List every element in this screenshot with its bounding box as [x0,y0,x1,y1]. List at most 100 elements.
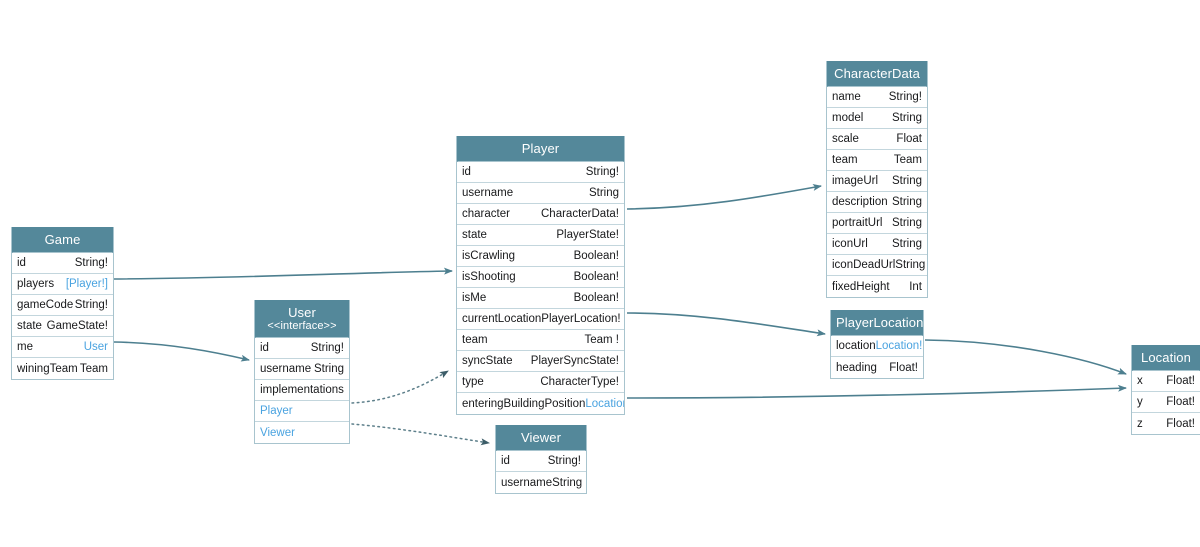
field-row[interactable]: isShooting Boolean! [457,267,624,288]
field-row[interactable]: model String [827,108,927,129]
field-type: GameState! [46,320,108,332]
field-row[interactable]: id String! [12,253,113,274]
field-row[interactable]: isMe Boolean! [457,288,624,309]
field-row[interactable]: location Location! [831,336,923,357]
field-row[interactable]: name String! [827,87,927,108]
field-type: PlayerState! [556,229,619,241]
entity-user-stereotype: <<interface>> [267,320,337,332]
field-row[interactable]: heading Float! [831,357,923,378]
implementation-name[interactable]: Viewer [260,426,295,439]
field-row[interactable]: iconUrl String [827,234,927,255]
field-row[interactable]: isCrawling Boolean! [457,246,624,267]
entity-location[interactable]: Location x Float! y Float! z Float! [1131,345,1200,435]
field-type: String! [74,257,108,269]
field-row[interactable]: portraitUrl String [827,213,927,234]
field-type: String [313,363,344,375]
field-type[interactable]: Location [585,397,624,410]
implementation-name[interactable]: Player [260,405,293,417]
field-row[interactable]: syncState PlayerSyncState! [457,351,624,372]
field-row[interactable]: gameCode String! [12,295,113,316]
field-name: y [1137,396,1143,408]
field-name: team [832,154,858,166]
field-row[interactable]: team Team [827,150,927,171]
field-type: Float! [1166,417,1195,430]
field-row[interactable]: x Float! [1132,371,1200,392]
implementations-label: implementations [260,384,344,396]
field-name: username [501,476,553,489]
field-row[interactable]: currentLocation PlayerLocation! [457,309,624,330]
field-name: z [1137,417,1143,430]
implementation-row-viewer[interactable]: Viewer [255,422,349,443]
entity-characterdata[interactable]: CharacterData name String! model String … [826,61,928,298]
field-type: String! [888,91,922,103]
field-row[interactable]: winingTeam Team [12,358,113,379]
entity-viewer[interactable]: Viewer id String! username String [495,425,587,494]
field-row[interactable]: username String [457,183,624,204]
entity-user[interactable]: User <<interface>> id String! username S… [254,300,350,444]
field-name: id [462,166,471,178]
field-type: String! [310,342,344,354]
field-type[interactable]: CharacterData [541,208,616,220]
field-row[interactable]: imageUrl String [827,171,927,192]
field-row[interactable]: players [Player!] [12,274,113,295]
field-type-suffix: ! [615,208,619,220]
field-type[interactable]: Location! [875,340,923,352]
field-name: iconDeadUrl [832,259,896,271]
field-row[interactable]: iconDeadUrl String [827,255,927,276]
field-type: Team [79,362,108,375]
field-name: team [462,334,488,346]
entity-player-title: Player [457,136,624,162]
field-type: String! [547,455,581,467]
field-row[interactable]: fixedHeight Int [827,276,927,297]
entity-playerlocation[interactable]: PlayerLocation location Location! headin… [830,310,924,379]
field-row[interactable]: me User [12,337,113,358]
field-type: Team [893,154,922,166]
field-row[interactable]: username String [255,359,349,380]
field-row[interactable]: description String [827,192,927,213]
field-type: String [891,196,922,208]
field-row[interactable]: id String! [255,338,349,359]
field-row[interactable]: state PlayerState! [457,225,624,246]
implementation-row-player[interactable]: Player [255,401,349,422]
field-type: String [891,175,922,187]
field-row[interactable]: team Team ! [457,330,624,351]
entity-user-title: User <<interface>> [255,300,349,338]
field-name: name [832,91,861,103]
field-type: String [891,217,922,229]
field-type-group[interactable]: CharacterData! [541,208,619,220]
field-type[interactable]: PlayerLocation [541,313,618,325]
field-row[interactable]: type CharacterType! [457,372,624,393]
field-name: state [17,320,42,332]
field-name: isMe [462,292,487,304]
field-type: Float! [1166,375,1195,387]
field-name: location [836,340,876,352]
field-type: Float [896,133,922,145]
field-row[interactable]: scale Float [827,129,927,150]
field-name: username [260,363,312,375]
field-name: isShooting [462,271,516,283]
field-type[interactable]: User [83,341,108,353]
field-name: imageUrl [832,175,879,187]
edge-user-player-impl [351,370,449,404]
field-row[interactable]: username String [496,472,586,493]
entity-player[interactable]: Player id String! username String charac… [456,136,625,415]
implementations-header: implementations [255,380,349,401]
field-type: Boolean! [573,292,619,304]
field-row[interactable]: state GameState! [12,316,113,337]
field-type: Int [909,280,922,293]
edge-player-enteringbuildingposition-to-location [626,384,1127,399]
field-name: heading [836,361,877,374]
field-row[interactable]: id String! [457,162,624,183]
field-name: currentLocation [462,313,542,325]
field-type: Float! [889,361,918,374]
field-name: iconUrl [832,238,868,250]
field-type[interactable]: [Player!] [65,278,108,290]
entity-game[interactable]: Game id String! players [Player!] gameCo… [11,227,114,380]
field-row[interactable]: y Float! [1132,392,1200,413]
field-row[interactable]: z Float! [1132,413,1200,434]
field-type-group[interactable]: PlayerLocation! [541,313,620,325]
field-row[interactable]: id String! [496,451,586,472]
field-row[interactable]: character CharacterData! [457,204,624,225]
field-row[interactable]: enteringBuildingPosition Location [457,393,624,414]
field-name: syncState [462,355,513,367]
